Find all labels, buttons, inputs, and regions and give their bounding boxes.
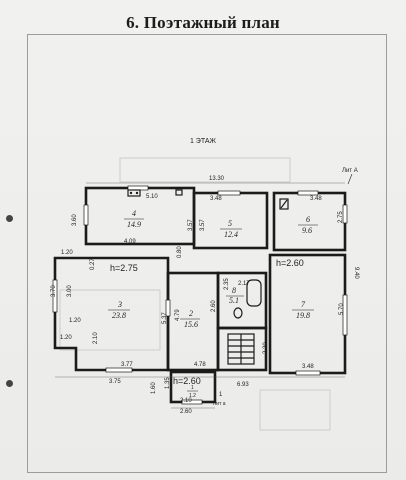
window: [181, 399, 203, 405]
stove: [127, 189, 141, 197]
window: [297, 190, 319, 196]
room-area: 14.9: [127, 220, 141, 229]
stair-hall-walls: [216, 326, 268, 372]
room-number: 4: [132, 209, 136, 218]
room-number: 5: [228, 219, 232, 228]
dimension: 3.57: [188, 219, 194, 231]
dimension: 1: [219, 392, 223, 398]
page-frame: [27, 34, 387, 473]
height-label: h=2.60: [276, 258, 304, 268]
dimension: 2.60: [211, 300, 217, 312]
dimension: 1.35: [165, 377, 171, 389]
dimension: 2.75: [338, 211, 344, 223]
dimension: 3.77: [121, 362, 133, 368]
lit-a-small-label: Лит а: [213, 401, 226, 407]
dimension: 5.37: [162, 312, 168, 324]
window: [52, 279, 58, 313]
punch-hole: [6, 380, 13, 387]
dimension: 2.10: [93, 332, 99, 344]
dimension: 3.60: [72, 214, 78, 226]
dimension: 3.75: [109, 379, 121, 385]
punch-hole: [6, 215, 13, 222]
window: [217, 190, 241, 196]
floor-label: 1 ЭТАЖ: [189, 138, 217, 145]
dimension: 4.79: [175, 309, 181, 321]
dimension: 4.78: [194, 362, 206, 368]
dimension: 3.48: [210, 196, 222, 202]
dimension: 1.20: [69, 318, 81, 324]
dimension: 13.30: [209, 176, 225, 182]
toilet: [233, 307, 243, 319]
room-number: 6: [306, 215, 310, 224]
page-title: 6. Поэтажный план: [126, 13, 280, 32]
dimension: 2.10: [180, 398, 192, 404]
height-label: h=2.60: [173, 376, 201, 386]
room-area: 23.8: [112, 311, 126, 320]
window: [342, 294, 348, 336]
room-area: 9.6: [302, 226, 312, 235]
dimension: 1.60: [151, 382, 157, 394]
window: [105, 367, 133, 373]
ghost-plan: [59, 157, 331, 431]
room-area: 19.8: [296, 311, 310, 320]
window: [295, 370, 321, 376]
room-number: 3: [117, 300, 122, 309]
window: [165, 299, 171, 317]
dimension: 2.60: [180, 409, 192, 415]
dimension: 2.20: [263, 342, 269, 354]
dimension: 4.09: [124, 239, 136, 245]
bathtub: [246, 279, 262, 307]
dimension: 0.27: [90, 258, 96, 270]
dimension: 2.17: [238, 281, 250, 287]
sink: [175, 189, 183, 196]
room-number: 2: [189, 309, 193, 318]
dimension: 1.20: [61, 250, 73, 256]
dimension: 3.57: [200, 219, 206, 231]
room-area: 5.1: [229, 296, 239, 305]
room-3-walls: [53, 256, 170, 372]
dimension: 1.20: [60, 335, 72, 341]
dimension: 3.48: [302, 364, 314, 370]
room-number: 7: [301, 300, 306, 309]
window: [83, 204, 89, 226]
dimension: 5.70: [339, 303, 345, 315]
dimension: 5.10: [146, 194, 158, 200]
dimension: 3.70: [51, 285, 57, 297]
room-area: 12.4: [224, 230, 238, 239]
room-area: 15.6: [184, 320, 198, 329]
room-area: 1.2: [189, 393, 196, 399]
dimension: 0.80: [177, 246, 183, 258]
room-number: 1: [191, 385, 194, 391]
dimension: 9.40: [353, 267, 359, 279]
boiler: [279, 198, 289, 210]
window: [342, 204, 348, 224]
dimension: 3.00: [67, 285, 73, 297]
height-label: h=2.75: [110, 263, 138, 273]
dimension: 3.48: [310, 196, 322, 202]
staircase: [227, 333, 255, 365]
window: [127, 185, 149, 191]
lit-a-label: Лит А: [342, 168, 358, 174]
dimension: 6.93: [237, 382, 249, 388]
room-number: 8: [232, 286, 236, 295]
dimension: 2.35: [224, 278, 230, 290]
